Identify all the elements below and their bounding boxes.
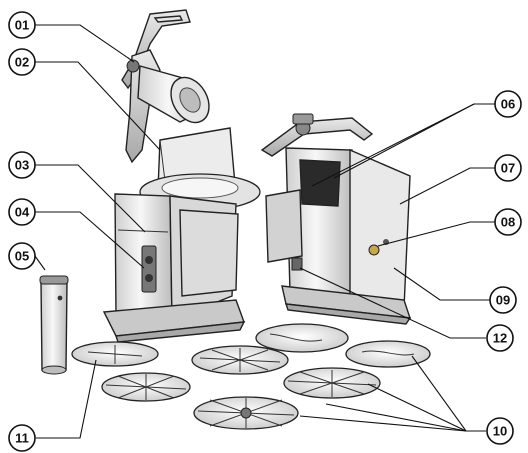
disc-6 [284, 368, 380, 398]
callout-label-11: 11 [15, 431, 29, 446]
leader-06b [334, 104, 474, 178]
callout-07: 07 [495, 155, 521, 181]
left-machine [104, 10, 260, 342]
callout-label-02: 02 [15, 55, 29, 70]
callout-12: 12 [487, 325, 513, 351]
disc-7 [194, 397, 298, 429]
leader-05 [35, 256, 45, 270]
callout-09: 09 [490, 287, 516, 313]
callout-label-03: 03 [15, 158, 29, 173]
callout-label-09: 09 [496, 293, 510, 308]
callout-label-10: 10 [493, 424, 507, 439]
pusher-plate [138, 66, 217, 129]
leader-10c [300, 416, 466, 431]
callout-10: 10 [487, 418, 513, 444]
callout-label-07: 07 [501, 161, 515, 176]
callout-02: 02 [9, 49, 35, 75]
tube-attachment [40, 276, 68, 374]
callout-04: 04 [9, 199, 35, 225]
callout-11: 11 [9, 425, 35, 451]
callout-06: 06 [495, 91, 521, 117]
right-machine [262, 114, 410, 324]
callout-label-01: 01 [15, 18, 29, 33]
leader-lines [35, 25, 495, 438]
disc-2 [192, 346, 288, 374]
callout-08: 08 [495, 209, 521, 235]
callout-label-04: 04 [15, 205, 30, 220]
callout-label-12: 12 [493, 331, 507, 346]
callout-label-06: 06 [501, 97, 515, 112]
leader-01 [35, 25, 134, 62]
callout-05: 05 [9, 243, 35, 269]
leader-09 [394, 268, 490, 300]
callout-01: 01 [9, 12, 35, 38]
disc-5 [102, 373, 190, 401]
leader-07 [400, 168, 495, 204]
callout-label-08: 08 [501, 215, 515, 230]
disc-3 [256, 324, 348, 352]
callout-03: 03 [9, 152, 35, 178]
disc-1 [72, 342, 158, 366]
callout-label-05: 05 [15, 249, 29, 264]
right-housing [266, 148, 410, 308]
leader-10d [326, 404, 466, 431]
leader-10a [412, 356, 486, 431]
